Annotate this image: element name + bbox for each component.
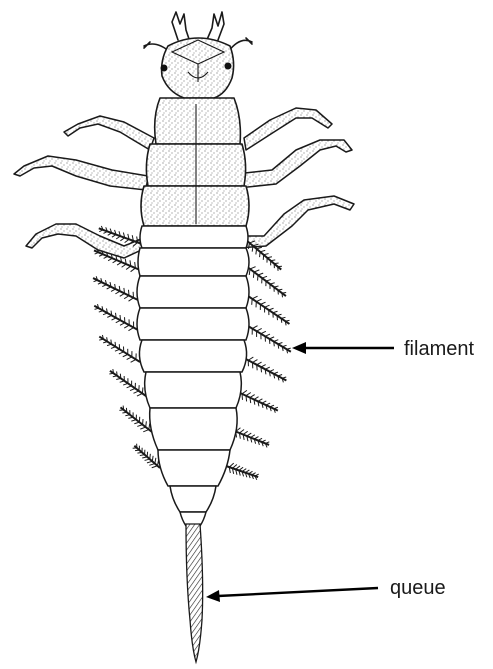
abdomen: [137, 226, 249, 526]
filament-annotation: filament: [292, 338, 474, 360]
filament-left-6: [109, 369, 146, 396]
filament-right-7: [232, 428, 269, 448]
leg-front-left: [64, 116, 154, 150]
filament-right-6: [238, 390, 278, 412]
mandible-right-icon: [206, 12, 224, 42]
filament-left-7: [119, 406, 152, 432]
queue-label: queue: [390, 577, 446, 599]
abdomen-segment-9: [170, 486, 216, 512]
prothorax: [155, 98, 241, 144]
filament-right-2: [246, 266, 286, 297]
terminal-filament: [186, 524, 203, 662]
filament-left-8: [133, 444, 160, 468]
leg-middle-left: [14, 156, 148, 190]
abdomen-segment-1: [140, 226, 248, 248]
filament-right-3: [248, 296, 289, 325]
thorax: [141, 98, 249, 226]
abdomen-segment-7: [150, 408, 237, 450]
filament-arrowhead-icon: [292, 342, 306, 354]
filament-right-5: [244, 357, 286, 382]
queue-arrowhead-icon: [206, 590, 220, 602]
filament-right-8: [226, 463, 259, 480]
filament-left-4: [94, 304, 138, 331]
filament-left-3: [93, 276, 138, 301]
eye-left-icon: [161, 65, 168, 72]
queue-arrow-line: [218, 588, 378, 596]
metathorax: [141, 186, 249, 226]
leg-hind-right: [236, 196, 354, 248]
abdomen-segment-3: [137, 276, 249, 308]
filament-left-5: [99, 335, 140, 362]
abdomen-segment-2: [138, 248, 249, 276]
larva-head: [144, 12, 252, 98]
filament-label: filament: [404, 338, 474, 360]
queue-shape: [186, 524, 203, 662]
leg-middle-right: [236, 140, 352, 188]
abdomen-segment-6: [145, 372, 242, 408]
eye-right-icon: [225, 63, 232, 70]
mandible-left-icon: [172, 12, 190, 42]
queue-annotation: queue: [206, 577, 446, 602]
abdomen-segment-4: [137, 308, 249, 340]
abdomen-segment-5: [139, 340, 246, 372]
filament-right-4: [248, 326, 291, 354]
abdomen-segment-8: [158, 450, 230, 486]
